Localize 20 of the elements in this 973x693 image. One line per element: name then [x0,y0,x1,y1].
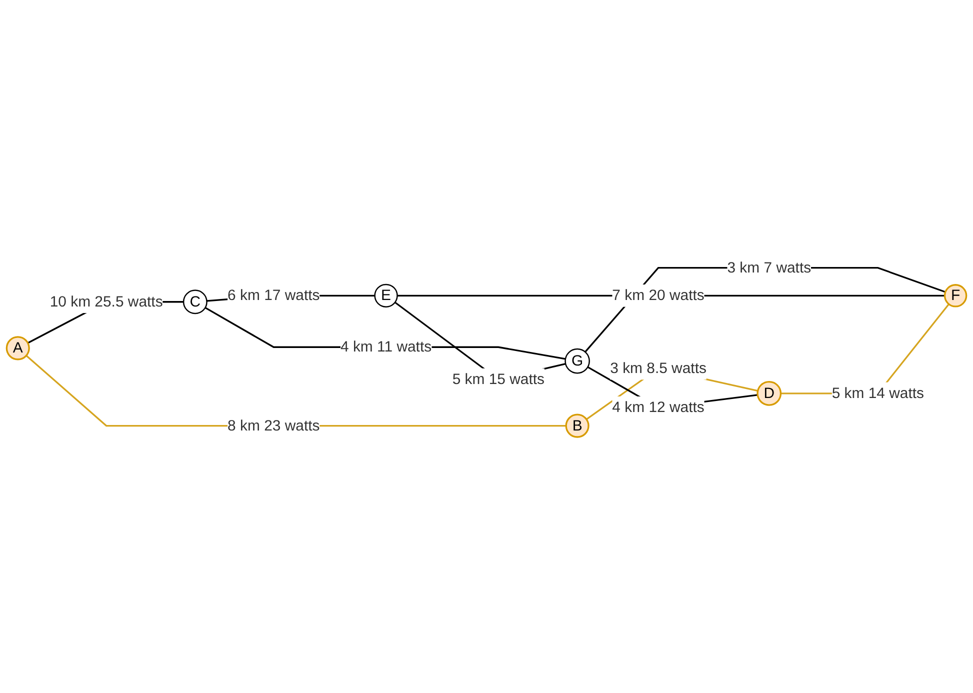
edge-label: 4 km 12 watts [612,398,704,416]
connector [584,266,946,352]
edge-label: 5 km 14 watts [832,384,924,401]
node-circle: B [565,413,590,438]
node-circle: E [374,284,398,308]
edge-label: 3 km 7 watts [727,258,812,276]
node-circle: G [564,348,590,374]
edge-label: 8 km 23 watts [228,416,320,434]
edge-label: 7 km 20 watts [612,286,704,304]
edge-label: 10 km 25.5 watts [50,292,163,310]
edge-label: 5 km 15 watts [452,370,545,388]
connector [26,354,566,426]
node-circle: A [6,336,30,360]
edge-label: 3 km 8.5 watts [610,359,706,376]
edge-label: 6 km 17 watts [228,286,320,304]
node-circle: C [182,289,208,314]
connector [204,306,566,360]
edge-label: 4 km 11 watts [340,338,432,355]
node-circle: D [756,380,782,406]
node-circle: F [944,284,968,307]
